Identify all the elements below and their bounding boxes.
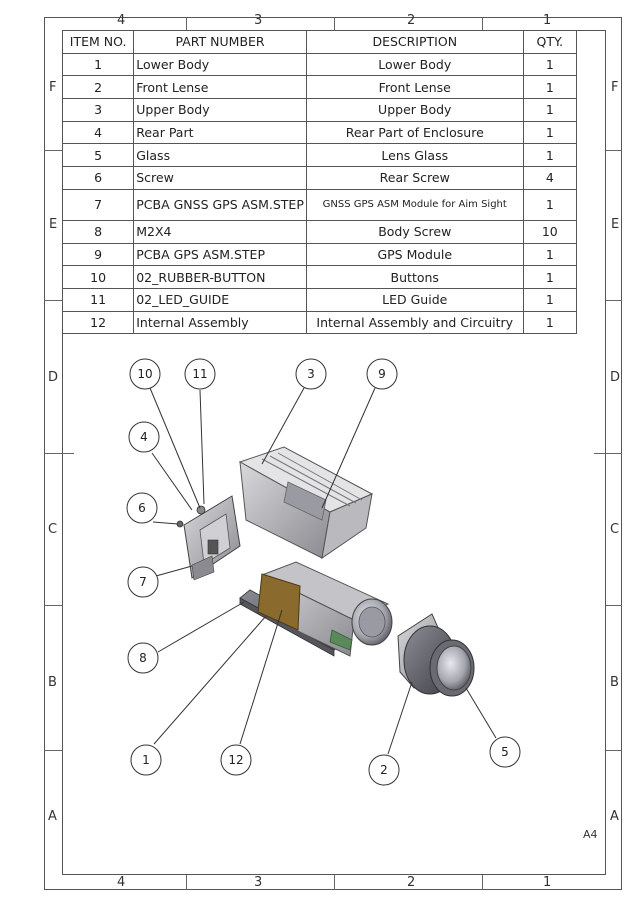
svg-text:11: 11 (192, 367, 207, 381)
bom-part-number: Upper Body (133, 98, 307, 122)
zone-tick (482, 17, 483, 30)
bom-description: Upper Body (305, 98, 524, 122)
callout-balloon: 12 (220, 744, 252, 776)
zone-row-right-a: A (610, 809, 619, 824)
svg-text:1: 1 (142, 753, 150, 767)
bom-part-number: 02_RUBBER-BUTTON (133, 265, 307, 289)
bom-row: 6 Screw Rear Screw 4 (61, 166, 578, 190)
zone-tick (186, 875, 187, 890)
upper-body-part (238, 446, 374, 560)
callout-balloon: 11 (184, 358, 216, 390)
zone-row-left-b: B (48, 675, 57, 690)
zone-tick (334, 875, 335, 890)
bom-part-number: Rear Part (133, 120, 307, 145)
svg-text:12: 12 (228, 753, 243, 767)
bom-description: Rear Screw (305, 166, 524, 190)
zone-row-right-f: F (611, 80, 619, 95)
zone-tick (44, 605, 62, 606)
zone-col-bottom-1: 1 (543, 875, 552, 890)
zone-tick (606, 750, 622, 751)
bom-row: 8 M2X4 Body Screw 10 (61, 219, 578, 244)
bom-part-number: Internal Assembly (133, 310, 307, 335)
zone-col-bottom-3: 3 (254, 875, 263, 890)
zone-tick (334, 17, 335, 30)
svg-text:8: 8 (139, 651, 147, 665)
svg-text:2: 2 (380, 763, 388, 777)
bill-of-materials-table: ITEM NO. PART NUMBER DESCRIPTION QTY. 1 … (61, 30, 578, 335)
zone-row-left-f: F (49, 80, 57, 95)
zone-tick (44, 300, 62, 301)
callout-balloon: 8 (127, 642, 159, 674)
bom-description: GNSS GPS ASM Module for Aim Sight (305, 188, 524, 221)
zone-row-right-c: C (610, 522, 620, 537)
svg-text:9: 9 (378, 367, 386, 381)
zone-col-bottom-4: 4 (117, 875, 126, 890)
bom-description: Internal Assembly and Circuitry (305, 310, 524, 335)
zone-tick (606, 605, 622, 606)
zone-tick (606, 300, 622, 301)
bom-qty: 1 (522, 310, 578, 335)
zone-tick (606, 150, 622, 151)
callout-balloon: 7 (127, 566, 159, 598)
bom-row: 2 Front Lense Front Lense 1 (61, 75, 578, 100)
zone-col-top-3: 3 (254, 13, 263, 28)
bom-row: 3 Upper Body Upper Body 1 (61, 98, 578, 122)
bom-row: 5 Glass Lens Glass 1 (61, 143, 578, 168)
zone-tick (186, 17, 187, 30)
zone-tick (482, 875, 483, 890)
zone-row-right-d: D (610, 370, 621, 385)
zone-row-left-d: D (48, 370, 59, 385)
bom-description: Buttons (305, 265, 524, 289)
bom-description: Rear Part of Enclosure (305, 120, 524, 145)
zone-tick (44, 750, 62, 751)
zone-col-top-4: 4 (117, 13, 126, 28)
internal-assembly-part (257, 561, 393, 657)
bom-part-number: PCBA GNSS GPS ASM.STEP (133, 188, 307, 221)
lens-glass-part (436, 645, 472, 691)
zone-row-right-b: B (610, 675, 619, 690)
zone-col-top-1: 1 (543, 13, 552, 28)
rear-part-assembly (176, 495, 241, 581)
callout-balloon: 6 (126, 492, 158, 524)
callout-leaders (149, 387, 497, 755)
bom-row: 7 PCBA GNSS GPS ASM.STEP GNSS GPS ASM Mo… (61, 188, 578, 221)
zone-col-bottom-2: 2 (407, 875, 416, 890)
callout-balloon: 4 (128, 421, 160, 453)
bom-item-no: 1 (61, 52, 135, 77)
zone-tick (594, 453, 622, 454)
svg-text:4: 4 (140, 430, 148, 444)
bom-description: LED Guide (305, 287, 524, 312)
front-lens-part (397, 613, 475, 697)
sheet-size-label: A4 (583, 828, 598, 841)
svg-text:7: 7 (139, 575, 147, 589)
bom-part-number: Lower Body (133, 52, 307, 77)
bom-qty: 10 (522, 219, 578, 244)
callout-balloon: 9 (366, 358, 398, 390)
zone-row-left-c: C (48, 522, 58, 537)
callout-balloon: 3 (295, 358, 327, 390)
zone-tick (44, 150, 62, 151)
svg-text:3: 3 (307, 367, 315, 381)
bom-header-row: ITEM NO. PART NUMBER DESCRIPTION QTY. (61, 30, 578, 54)
svg-text:6: 6 (138, 501, 146, 515)
zone-tick (44, 453, 74, 454)
bom-item-no: 7 (61, 188, 135, 221)
callout-balloon: 10 (129, 358, 161, 390)
zone-row-right-e: E (611, 217, 620, 232)
bom-item-no: 12 (61, 310, 135, 335)
bom-row: 12 Internal Assembly Internal Assembly a… (61, 310, 578, 335)
svg-text:5: 5 (501, 745, 509, 759)
zone-row-left-e: E (49, 217, 58, 232)
zone-col-top-2: 2 (407, 13, 416, 28)
bom-qty: 1 (522, 188, 578, 221)
callout-balloon: 5 (489, 736, 521, 768)
callout-balloon: 2 (368, 754, 400, 786)
zone-row-left-a: A (48, 809, 57, 824)
callout-balloon: 1 (130, 744, 162, 776)
svg-text:10: 10 (137, 367, 152, 381)
